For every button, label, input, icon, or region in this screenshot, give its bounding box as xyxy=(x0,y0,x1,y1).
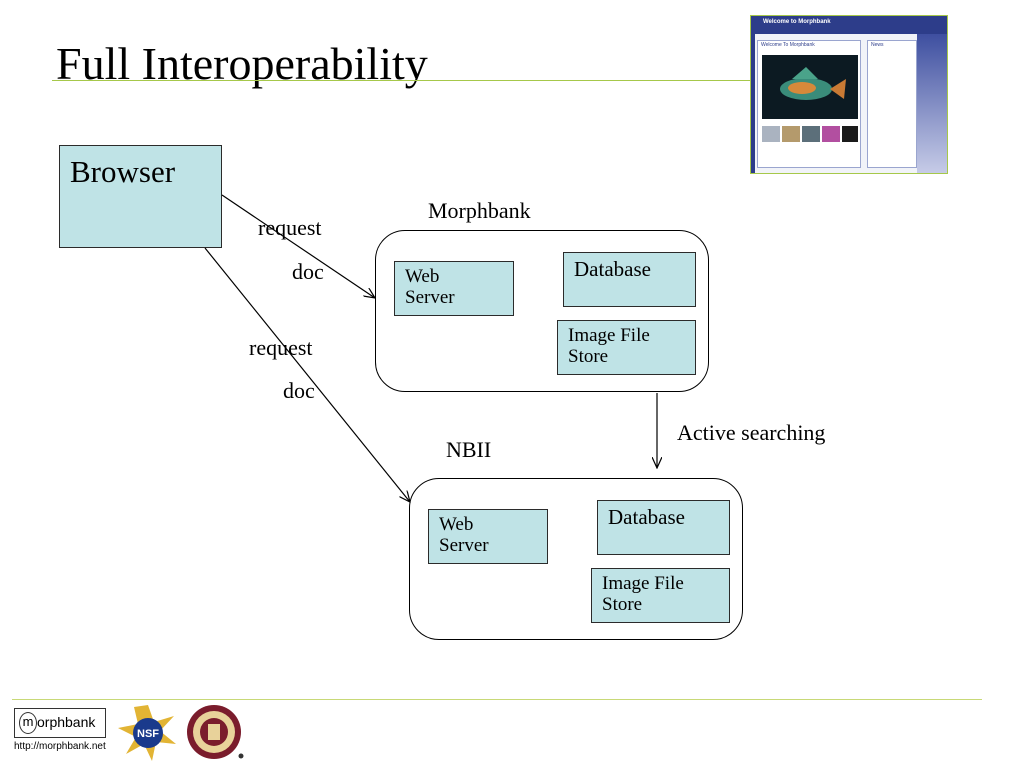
request-label-2: request xyxy=(249,335,313,360)
thumbnail-strip-3 xyxy=(802,126,820,142)
thumbnail-panel-title: Welcome To Morphbank xyxy=(761,42,815,48)
browser-box: Browser xyxy=(59,145,222,248)
morphbank-logo: m orphbank xyxy=(14,708,106,738)
morphbank-web-server-box: Web Server xyxy=(394,261,514,316)
thumbnail-main-panel: Welcome To Morphbank xyxy=(757,40,861,168)
footer-url: http://morphbank.net xyxy=(14,741,106,752)
thumbnail-news-panel: News xyxy=(867,40,917,168)
active-searching-label: Active searching xyxy=(677,420,826,445)
footer-divider xyxy=(12,699,982,700)
nbii-label: NBII xyxy=(446,437,492,462)
doc-label-2: doc xyxy=(283,378,315,403)
thumbnail-header: Welcome to Morphbank xyxy=(751,16,947,34)
morphbank-database-box: Database xyxy=(563,252,696,307)
morphbank-image-store-box: Image File Store xyxy=(557,320,696,375)
morphbank-logo-text: orphbank xyxy=(37,714,96,730)
thumbnail-left-band xyxy=(751,34,755,173)
fish-image xyxy=(762,55,858,119)
nsf-logo-icon: NSF xyxy=(118,705,176,761)
fsu-seal-icon xyxy=(187,705,244,759)
thumbnail-news-title: News xyxy=(871,42,884,48)
browser-to-morphbank-arrow xyxy=(221,194,375,298)
title-divider xyxy=(52,80,752,81)
browser-label: Browser xyxy=(70,154,176,189)
doc-label-1: doc xyxy=(292,259,324,284)
thumbnail-right-band xyxy=(917,34,947,173)
request-label-1: request xyxy=(258,215,322,240)
thumbnail-header-title: Welcome to Morphbank xyxy=(763,19,831,25)
thumbnail-strip-4 xyxy=(822,126,840,142)
morphbank-image-store-label: Image File Store xyxy=(568,325,650,367)
nbii-database-box: Database xyxy=(597,500,730,555)
thumbnail-strip-2 xyxy=(782,126,800,142)
nbii-image-store-box: Image File Store xyxy=(591,568,730,623)
morphbank-website-thumbnail: Welcome to Morphbank Welcome To Morphban… xyxy=(750,15,948,174)
morphbank-database-label: Database xyxy=(574,257,651,281)
nbii-web-server-box: Web Server xyxy=(428,509,548,564)
nbii-image-store-label: Image File Store xyxy=(602,573,684,615)
morphbank-web-server-label: Web Server xyxy=(405,266,455,308)
morphbank-label: Morphbank xyxy=(428,198,531,223)
thumbnail-strip-1 xyxy=(762,126,780,142)
fish-icon xyxy=(780,67,846,100)
nbii-database-label: Database xyxy=(608,505,685,529)
browser-to-nbii-arrow xyxy=(204,247,410,502)
morphbank-logo-m: m xyxy=(19,712,37,734)
thumbnail-strip-5 xyxy=(842,126,858,142)
nbii-web-server-label: Web Server xyxy=(439,514,489,556)
nsf-logo-text: NSF xyxy=(137,728,159,740)
